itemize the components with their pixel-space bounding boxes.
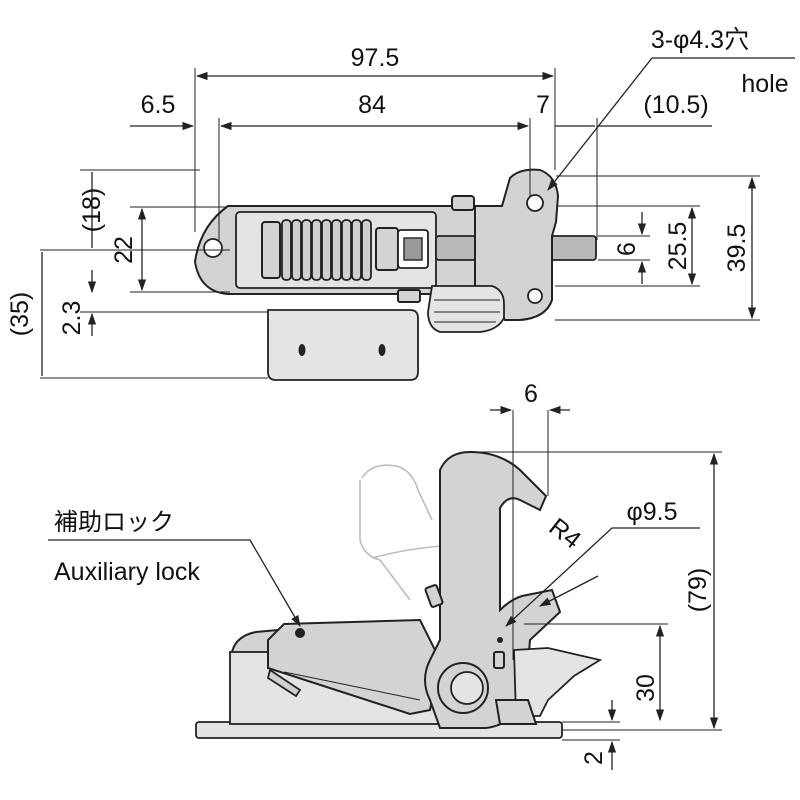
striker-slot-right: [378, 344, 386, 356]
mount-hole-bottom-right: [527, 288, 543, 304]
mount-hole-top-right: [526, 194, 544, 212]
dim-right-offset: 7: [536, 91, 550, 119]
aux-lock-label-jp: 補助ロック: [54, 508, 174, 536]
hook-rivet: [497, 637, 503, 643]
dim-upper-height: (18): [78, 188, 106, 232]
dim-hook-offset: 6: [524, 380, 538, 408]
spring-cap-left: [261, 221, 281, 279]
dim-hole-pitch: 84: [358, 91, 386, 119]
aux-lock-spring: [266, 668, 302, 698]
dim-hook-height: 25.5: [664, 222, 692, 271]
hole-callout: 3-φ4.3穴: [651, 26, 749, 54]
dim-left-offset: 6.5: [141, 91, 176, 119]
pivot-pin-inner: [450, 671, 484, 705]
spring-guide-block: [375, 227, 399, 271]
compression-spring: [281, 219, 372, 281]
small-block: [397, 289, 421, 303]
mount-hole-left: [203, 238, 223, 258]
dim-plate-thickness: 2.3: [58, 301, 86, 336]
dim-right-extension: (10.5): [643, 91, 708, 119]
dim-overall-length: 97.5: [351, 44, 400, 72]
dim-overall-height: 39.5: [723, 224, 751, 273]
lower-jaw: [494, 699, 538, 725]
dim-side-overall-height: (79): [684, 568, 712, 612]
pin-guide-slot: [403, 237, 423, 261]
dim-base-thickness: 2: [580, 751, 608, 765]
dim-pivot-height: 30: [632, 674, 660, 702]
side-view-ghost-open-position: [359, 464, 471, 601]
aux-lock-leader: [48, 539, 301, 628]
pivot-assembly: [427, 285, 505, 333]
aux-lock-label-en: Auxiliary lock: [54, 558, 200, 586]
aux-lock-rivet: [295, 628, 305, 638]
dim-radius: R4: [544, 513, 586, 555]
dim-pin-diameter: 6: [613, 242, 641, 256]
dim-flange-height: 22: [110, 236, 138, 264]
top-tab: [451, 195, 475, 211]
hole-callout-en: hole: [741, 70, 788, 98]
top-view-dimensions: 97.5 6.5 84 7 (10.5) 3-φ4.3穴 hole (18) 2…: [6, 26, 795, 379]
dim-pin-diameter-side: φ9.5: [627, 498, 678, 526]
striker-slot-left: [298, 344, 306, 356]
side-view-latch: [195, 450, 603, 739]
hook-tab: [424, 584, 444, 608]
top-view-latch-body: [193, 168, 597, 381]
hook-notch: [493, 651, 505, 669]
striker-plate: [267, 309, 419, 381]
hole-leader-line: [547, 57, 795, 191]
dim-lower-height: (35): [6, 292, 34, 336]
